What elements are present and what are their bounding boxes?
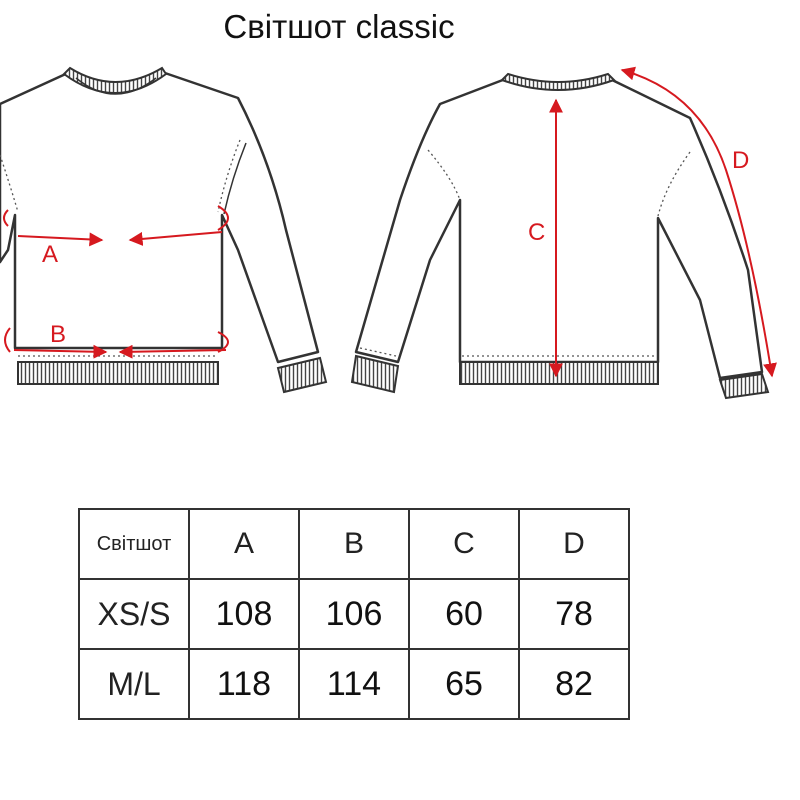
measure-a: A bbox=[3, 205, 229, 268]
table-corner-header: Світшот bbox=[78, 508, 190, 580]
front-body-outline bbox=[0, 70, 320, 364]
table-cell: 65 bbox=[408, 648, 520, 720]
page-title: Світшот classic bbox=[223, 8, 455, 45]
column-header-b: B bbox=[298, 508, 410, 580]
size-table: Світшот A B C D XS/S 108 106 60 78 M/L 1… bbox=[78, 508, 630, 720]
table-cell: 106 bbox=[298, 578, 410, 650]
label-d: D bbox=[732, 147, 749, 174]
front-view bbox=[0, 66, 328, 394]
table-cell: 114 bbox=[298, 648, 410, 720]
column-header-a: A bbox=[188, 508, 300, 580]
row-size-label: M/L bbox=[78, 648, 190, 720]
column-header-d: D bbox=[518, 508, 630, 580]
table-header-row: Світшот A B C D bbox=[78, 508, 630, 580]
table-cell: 108 bbox=[188, 578, 300, 650]
measure-c: C bbox=[528, 98, 563, 378]
table-cell: 82 bbox=[518, 648, 630, 720]
row-size-label: XS/S bbox=[78, 578, 190, 650]
back-view bbox=[350, 72, 770, 400]
back-hem bbox=[459, 361, 659, 385]
front-cuff bbox=[276, 356, 328, 394]
label-a: A bbox=[42, 241, 58, 268]
back-left-cuff bbox=[350, 354, 400, 394]
table-cell: 78 bbox=[518, 578, 630, 650]
table-cell: 118 bbox=[188, 648, 300, 720]
table-row: M/L 118 114 65 82 bbox=[78, 648, 630, 720]
label-c: C bbox=[528, 219, 545, 246]
measure-b: B bbox=[4, 321, 229, 359]
sweatshirt-diagram: A B C D bbox=[0, 66, 777, 400]
label-b: B bbox=[50, 321, 66, 348]
column-header-c: C bbox=[408, 508, 520, 580]
table-row: XS/S 108 106 60 78 bbox=[78, 578, 630, 650]
measure-d: D bbox=[620, 66, 777, 378]
table-cell: 60 bbox=[408, 578, 520, 650]
front-hem bbox=[17, 361, 219, 385]
back-collar bbox=[500, 72, 616, 91]
